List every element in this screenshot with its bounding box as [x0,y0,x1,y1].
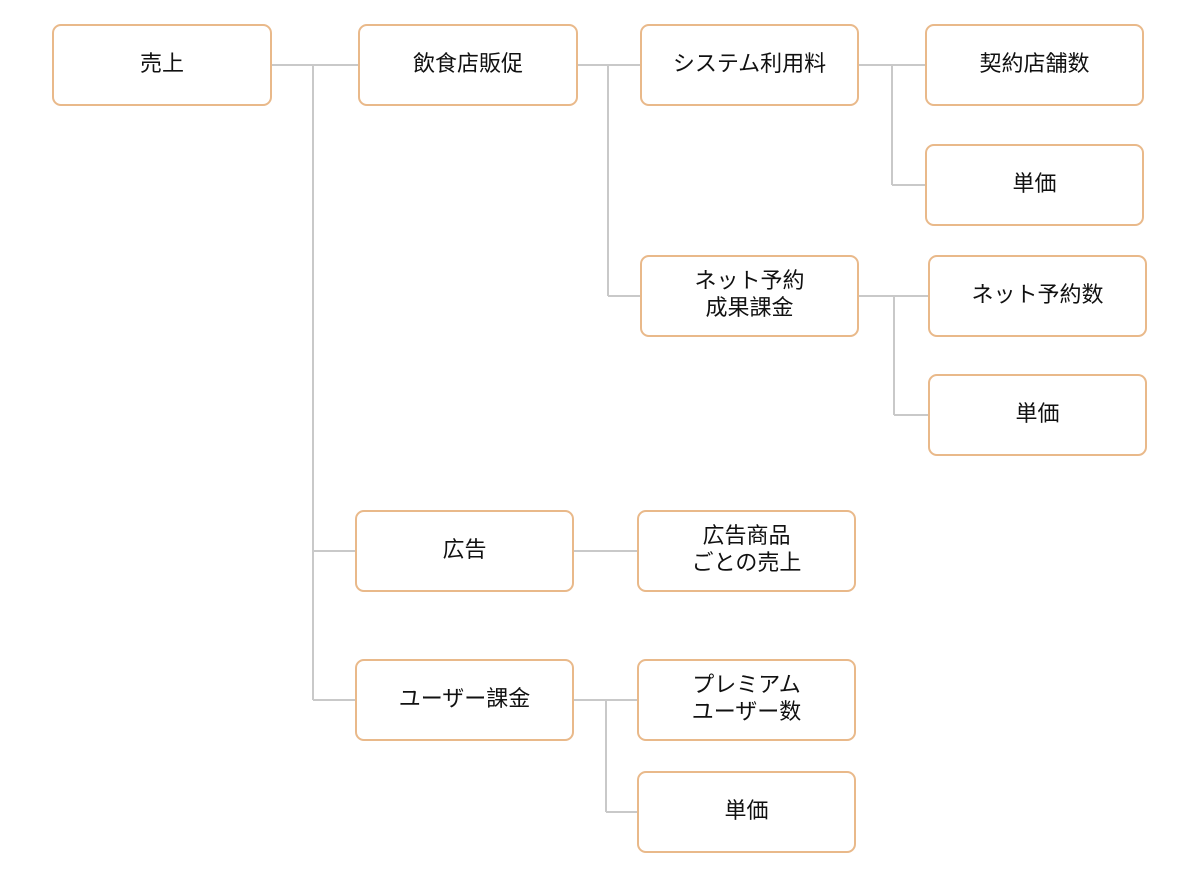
node-user-kakin: ユーザー課金 [355,659,574,741]
node-premium-usersu: プレミアム ユーザー数 [637,659,856,741]
node-uriage: 売上 [52,24,272,106]
node-tanka-net: 単価 [928,374,1147,456]
node-kokoku: 広告 [355,510,574,592]
node-keiyaku-tenposu: 契約店舗数 [925,24,1144,106]
node-kokoku-shohin-uriage: 広告商品 ごとの売上 [637,510,856,592]
node-net-yoyakusu: ネット予約数 [928,255,1147,337]
node-inshokuten-hansoku: 飲食店販促 [358,24,578,106]
node-system-riyoryo: システム利用料 [640,24,859,106]
node-tanka-user: 単価 [637,771,856,853]
node-net-yoyaku-seika-kakin: ネット予約 成果課金 [640,255,859,337]
node-tanka-system: 単価 [925,144,1144,226]
